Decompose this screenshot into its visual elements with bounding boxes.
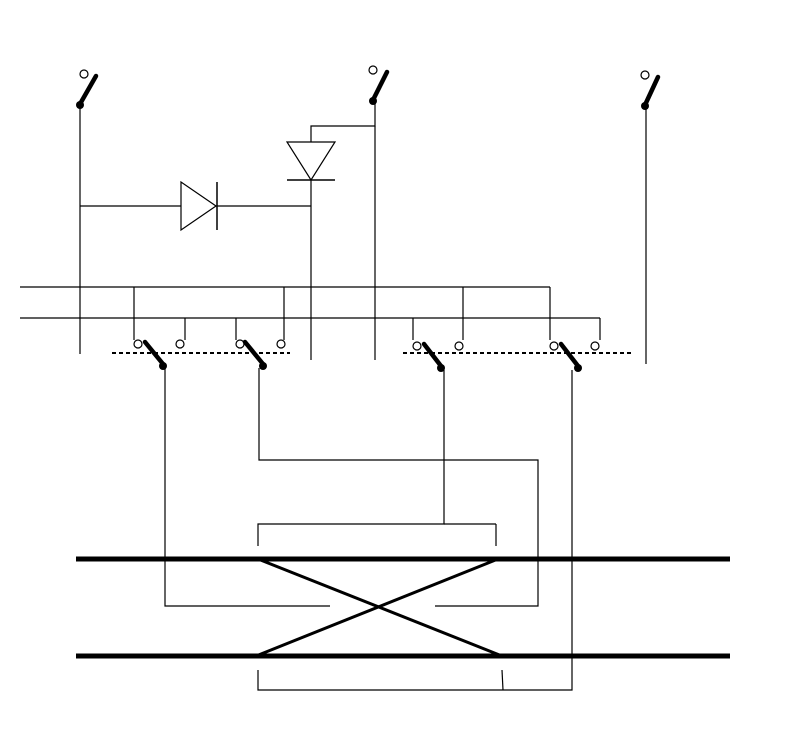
control-wire-2 — [258, 368, 539, 607]
control-wire-4-drop — [501, 669, 504, 691]
push-switch-middle — [368, 65, 390, 105]
feed-wire-middle — [310, 101, 376, 360]
diode-horizontal — [180, 180, 218, 232]
push-switch-right — [640, 70, 661, 110]
point-switch-3 — [412, 341, 464, 372]
push-switch-left — [76, 69, 99, 109]
point-switch-4 — [549, 341, 600, 372]
crossover-track-b — [255, 557, 499, 658]
point-switch-2 — [235, 339, 286, 370]
point-switch-1 — [133, 339, 185, 370]
control-wire-3 — [257, 370, 445, 546]
control-wire-4 — [257, 370, 573, 691]
control-wire-1 — [164, 368, 330, 607]
diode-vertical — [285, 141, 337, 182]
